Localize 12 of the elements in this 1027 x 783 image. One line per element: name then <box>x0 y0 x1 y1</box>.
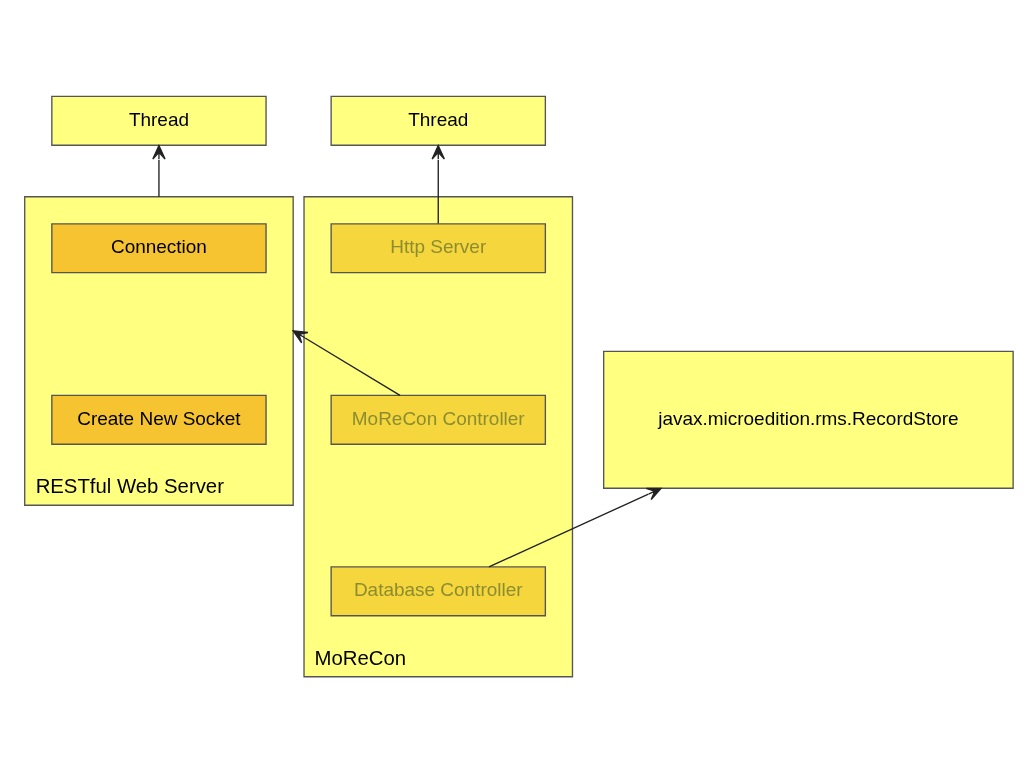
node-box: Database Controller <box>330 565 547 616</box>
arrow <box>292 329 401 396</box>
arrow <box>152 144 166 197</box>
node-box: javax.microedition.rms.RecordStore <box>603 350 1014 489</box>
arrow <box>431 144 446 224</box>
node-box: Create New Socket <box>51 394 267 445</box>
node-box: Thread <box>330 95 547 146</box>
node-box: Thread <box>51 95 267 146</box>
node-box: Connection <box>51 222 267 273</box>
arrow <box>488 487 662 567</box>
node-box: MoReCon Controller <box>330 394 547 445</box>
node-box: Http Server <box>330 222 547 273</box>
